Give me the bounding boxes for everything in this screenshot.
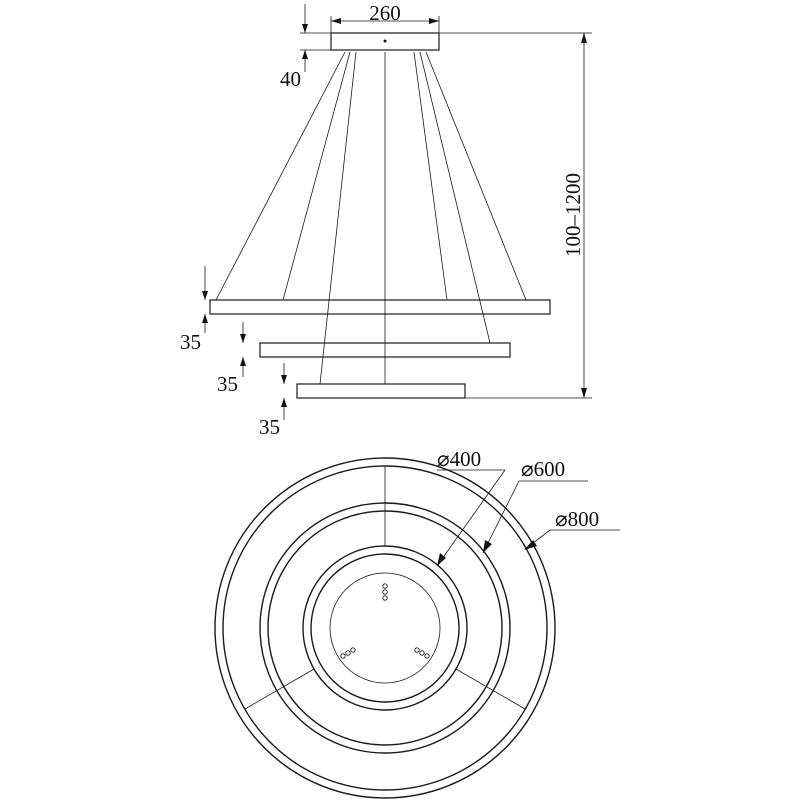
outer-diameter-leader: ⌀800 — [524, 507, 620, 550]
ring-small-profile — [296, 383, 466, 399]
ring1-thickness-dimension: 35 — [180, 266, 208, 354]
middle-diameter-label: ⌀600 — [521, 457, 565, 481]
support-spokes — [244, 466, 526, 710]
inner-ring-outer-edge — [302, 545, 468, 711]
ring-large-profile — [209, 299, 551, 315]
middle-diameter-leader: ⌀600 — [482, 457, 588, 554]
outer-diameter-label: ⌀800 — [555, 507, 599, 531]
ring-medium-profile — [259, 342, 511, 358]
ring2-thickness-label: 35 — [217, 372, 238, 396]
ring3-thickness-label: 35 — [259, 415, 280, 439]
canopy-height-dimension: 40 — [280, 4, 331, 91]
suspension-length-label: 100–1200 — [561, 173, 585, 257]
side-view: 260 40 100–1200 35 — [180, 1, 592, 439]
inner-diameter-label: ⌀400 — [437, 447, 481, 471]
canopy-width-label: 260 — [369, 1, 401, 25]
ring2-thickness-dimension: 35 — [217, 322, 246, 396]
inner-diameter-leader: ⌀400 — [436, 447, 506, 567]
canopy-width-dimension: 260 — [330, 1, 440, 33]
canopy-center-mark — [383, 39, 387, 43]
top-view: ⌀400 ⌀600 ⌀800 — [214, 447, 620, 799]
wire-attachment-points — [340, 583, 430, 659]
inner-ring-inner-edge — [310, 553, 460, 703]
outer-ring-outer-edge — [214, 457, 556, 799]
ring3-thickness-dimension: 35 — [259, 363, 287, 439]
ceiling-canopy — [330, 32, 440, 51]
canopy-height-label: 40 — [280, 67, 301, 91]
center-disc — [329, 572, 441, 684]
suspension-wires — [215, 51, 527, 385]
ring1-thickness-label: 35 — [180, 330, 201, 354]
suspension-length-dimension: 100–1200 — [439, 32, 592, 399]
